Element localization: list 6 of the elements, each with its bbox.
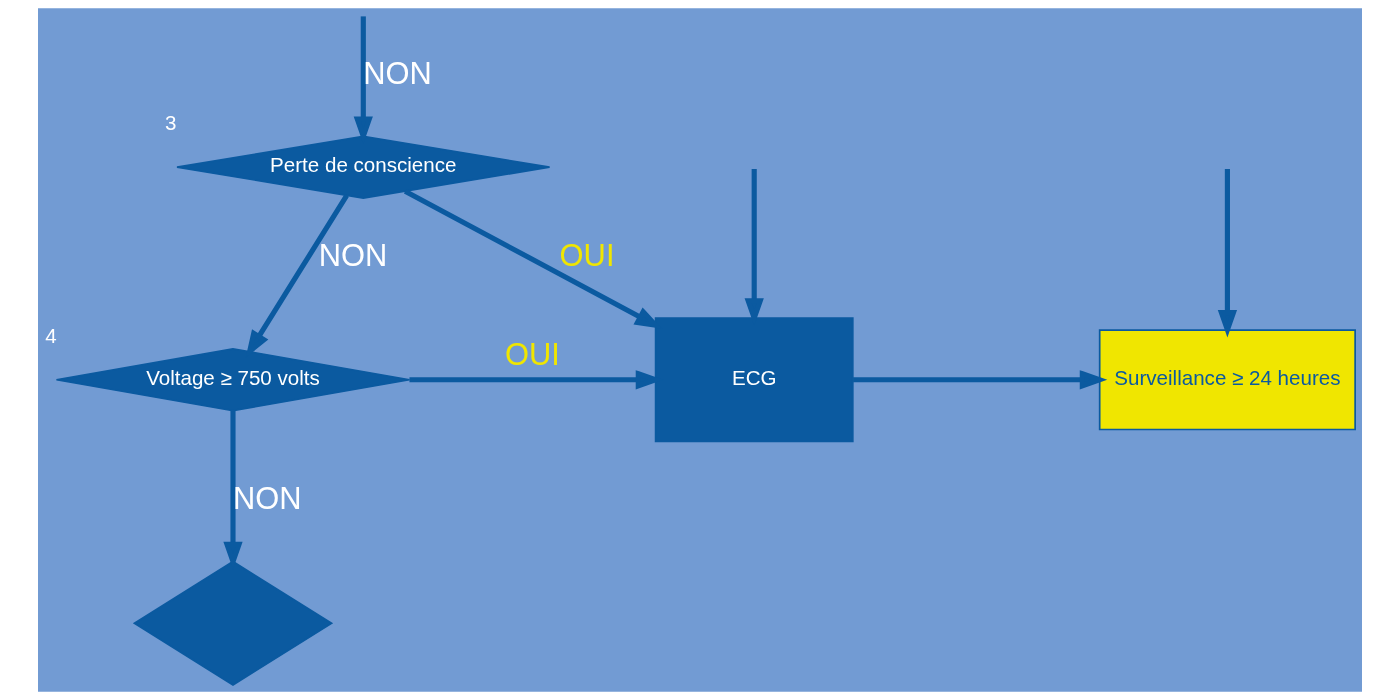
edge-label: OUI [504,337,560,373]
edge-label: OUI [559,237,615,273]
node-label: 3 [165,111,177,135]
node-label: 4 [45,324,57,348]
edge-label: NON [318,237,388,273]
edge-label: NON [232,481,302,517]
